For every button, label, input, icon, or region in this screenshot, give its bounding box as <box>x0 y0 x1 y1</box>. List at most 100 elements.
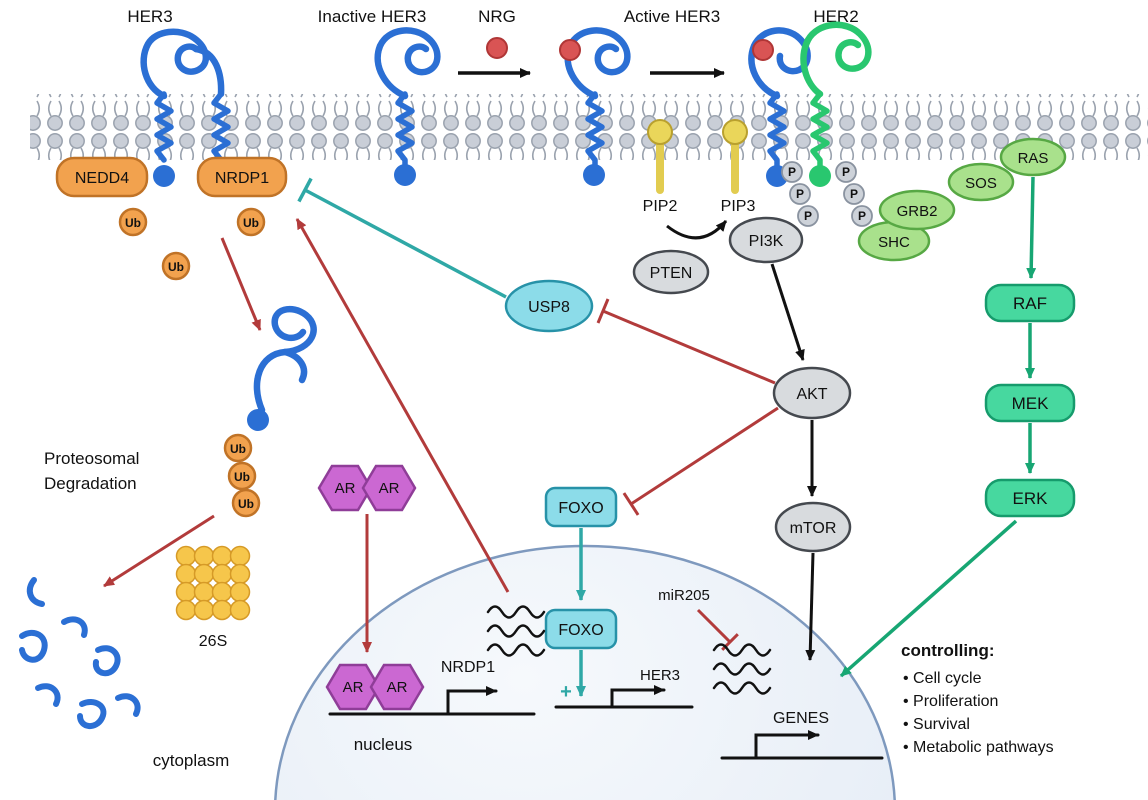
arrow-pi3k-akt <box>770 263 805 361</box>
her3-gene-label: HER3 <box>640 667 680 684</box>
cytoplasm-label: cytoplasm <box>153 751 230 770</box>
receptor-ball <box>583 164 605 186</box>
pip3-label: PIP3 <box>721 198 756 215</box>
svg-text:P: P <box>850 187 858 201</box>
foxo-label: FOXO <box>558 500 603 517</box>
foxo-label: FOXO <box>558 622 603 639</box>
arrow-pip2-pip3 <box>666 220 728 240</box>
inhibition-akt-foxo <box>630 406 779 506</box>
svg-text:P: P <box>788 165 796 179</box>
nrg-bound <box>752 39 774 61</box>
nrdp1-gene-promoter: NRDP1 <box>328 659 536 716</box>
controlling-item: • Proliferation <box>903 693 998 710</box>
svg-text:P: P <box>842 165 850 179</box>
phosphorylation-sites: P P P P P P <box>781 161 873 227</box>
ub-label: Ub <box>125 216 141 230</box>
nrdp1-gene-label: NRDP1 <box>441 659 495 676</box>
proteasome-26s: 26S <box>175 545 251 650</box>
akt-label: AKT <box>796 386 827 403</box>
pten-label: PTEN <box>650 265 693 282</box>
arrow-degradation <box>103 514 215 588</box>
plus-sign: + <box>560 681 572 703</box>
shc-label: SHC <box>878 234 910 251</box>
controlling-item: • Cell cycle <box>903 670 982 687</box>
nrg-bound <box>559 39 581 61</box>
inactive-her3-receptor <box>374 27 441 186</box>
ub-label: Ub <box>234 470 250 484</box>
svg-text:P: P <box>858 209 866 223</box>
foxo-node-cytoplasm <box>544 486 618 528</box>
inhibition-mir205-her3mrna <box>696 608 732 644</box>
controlling-list: controlling: • Cell cycle • Proliferatio… <box>901 641 1054 756</box>
pi3k-label: PI3K <box>749 233 784 250</box>
inactive-her3-label: Inactive HER3 <box>318 7 427 26</box>
inhibition-akt-usp8-bar <box>596 298 610 324</box>
nrdp1-label: NRDP1 <box>215 170 269 187</box>
proteasome-label: 26S <box>199 633 227 650</box>
ras-label: RAS <box>1018 150 1049 167</box>
pip3-lipid: PIP3 <box>721 119 756 215</box>
ub-badge <box>236 207 266 237</box>
receptor-ball <box>247 409 269 431</box>
mrna-squiggles-nrdp1 <box>486 605 546 657</box>
ar-dimer-nucleus: AR AR <box>325 663 425 711</box>
controlling-item: • Metabolic pathways <box>903 739 1054 756</box>
erk-label: ERK <box>1013 489 1049 508</box>
ub-label: Ub <box>168 260 184 274</box>
ar-label: AR <box>335 480 356 497</box>
mrna-squiggles-genes <box>712 643 772 695</box>
ub-badge <box>223 433 253 463</box>
nedd4-label: NEDD4 <box>75 170 129 187</box>
her2-intracellular-ball <box>809 165 831 187</box>
pip2-label: PIP2 <box>643 198 678 215</box>
ub-label: Ub <box>238 497 254 511</box>
receptor-ball <box>394 164 416 186</box>
pten-node <box>632 249 710 295</box>
degradation-label-line2: Degradation <box>44 474 137 493</box>
controlling-title: controlling: <box>901 641 994 660</box>
grb2-label: GRB2 <box>897 203 938 220</box>
pi3k-node <box>728 216 804 264</box>
inhibition-akt-usp8 <box>602 309 776 385</box>
ub-label: Ub <box>230 442 246 456</box>
arrow-erk-genes <box>839 519 1018 678</box>
ar-dimer-cytoplasm: AR AR <box>317 464 417 512</box>
raf-label: RAF <box>1013 294 1047 313</box>
ar-label: AR <box>387 679 408 696</box>
ar-label: AR <box>379 480 400 497</box>
mtor-label: mTOR <box>790 520 837 537</box>
mek-label: MEK <box>1012 394 1050 413</box>
nedd4-box <box>55 156 149 198</box>
svg-text:P: P <box>804 209 812 223</box>
arrow-nrdp1gene-nrdp1protein <box>295 218 510 593</box>
akt-node <box>772 366 852 420</box>
nrg-label: NRG <box>478 7 516 26</box>
usp8-label: USP8 <box>528 299 570 316</box>
ub-badge <box>231 488 261 518</box>
degraded-protein-fragments <box>19 577 141 729</box>
her3-receptor <box>140 28 231 187</box>
nrdp1-box <box>196 156 288 198</box>
mir205-label: miR205 <box>658 587 710 604</box>
inhibition-usp8-nrdp1-bar <box>297 177 313 203</box>
ubiquitin-badges: Ub Ub Ub <box>118 207 266 281</box>
ub-badge <box>161 251 191 281</box>
controlling-item: • Survival <box>903 716 970 733</box>
active-her3-receptor <box>559 27 631 186</box>
nucleus-label: nucleus <box>354 735 413 754</box>
arrow-ras-raf <box>1026 176 1037 279</box>
ubiquitinated-receptor: Ub Ub Ub <box>223 305 317 518</box>
sos-label: SOS <box>965 175 997 192</box>
usp8-node <box>504 279 594 333</box>
pip2-lipid: PIP2 <box>643 119 678 215</box>
degradation-label-line1: Proteosomal <box>44 449 139 468</box>
arrow-internalization <box>220 237 262 331</box>
her3-intracellular-ball <box>153 165 175 187</box>
arrow-mtor-genes <box>805 552 816 661</box>
nucleus <box>274 544 896 800</box>
her3-gene-promoter: HER3 <box>554 667 694 709</box>
ar-label: AR <box>343 679 364 696</box>
erk-node <box>984 478 1076 518</box>
